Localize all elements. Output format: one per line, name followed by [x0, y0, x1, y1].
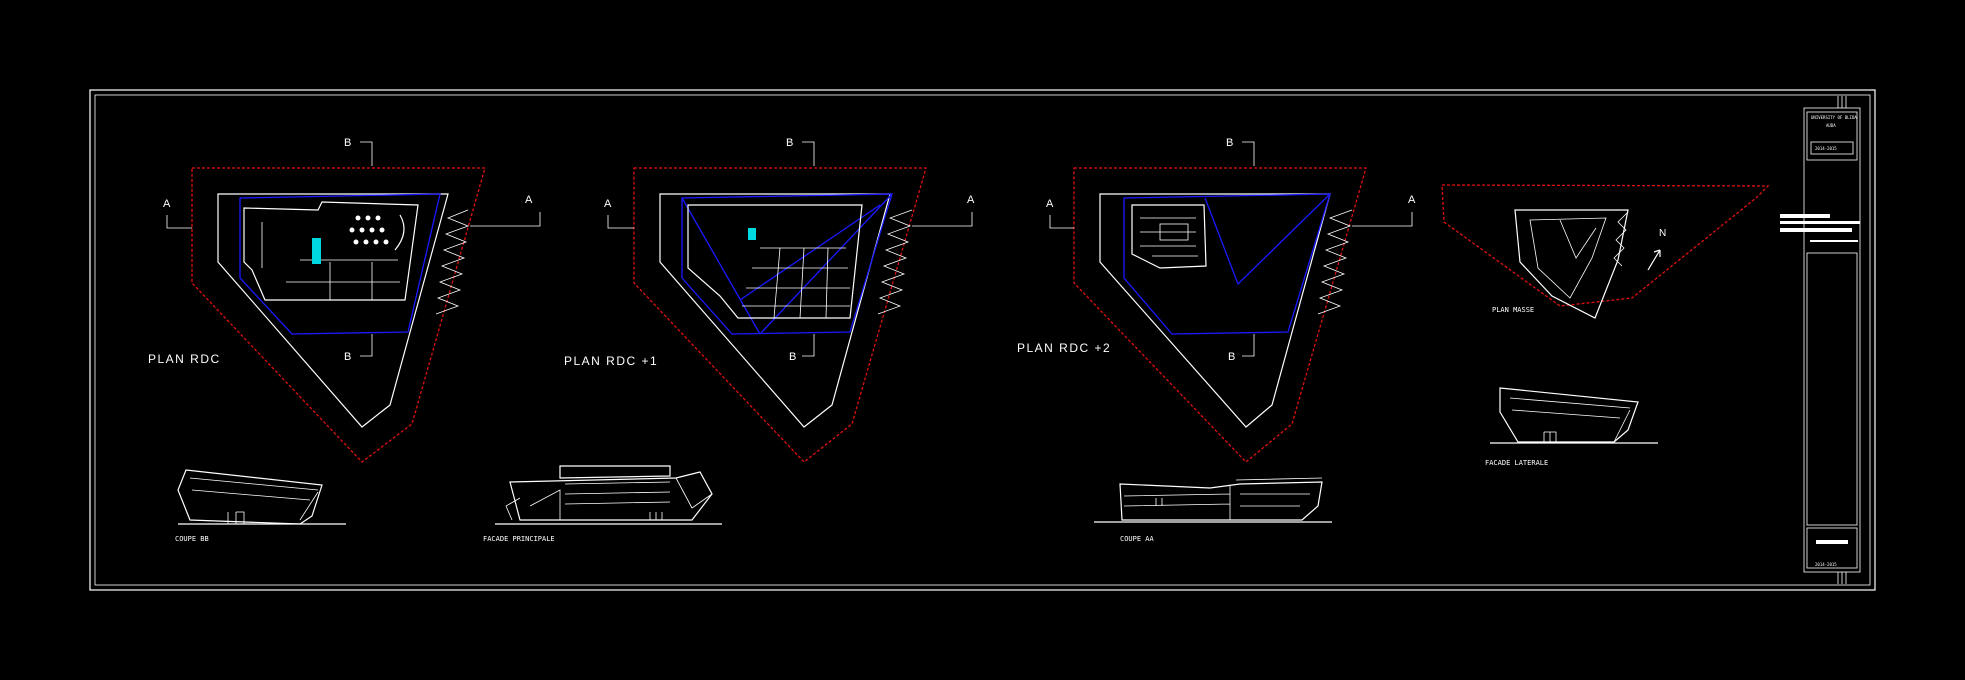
platform-outline [1099, 193, 1331, 428]
coupe-aa-label: COUPE AA [1120, 535, 1155, 543]
section-marker-b-top [802, 141, 815, 166]
university-name: UNIVERSITY OF BLIDA [1811, 115, 1857, 120]
plan-rdc: A A B B PLAN RDC [148, 137, 541, 463]
plan-rdc-plus-2: A A B B PLAN RDC +2 [1017, 137, 1417, 463]
slab-outline [681, 193, 893, 335]
building-walls [687, 204, 863, 319]
seating-pattern [349, 215, 389, 245]
void-diagonals [681, 193, 893, 335]
plan-title: PLAN RDC [148, 352, 221, 366]
inner-wall [261, 222, 400, 300]
room-partitions [1140, 217, 1198, 257]
plan-rdc-plus-1: A A B B PLAN RDC +1 [564, 137, 976, 463]
section-marker-a-left [607, 215, 634, 229]
highlight-stair [312, 238, 321, 264]
plan-title: PLAN RDC +1 [564, 354, 658, 368]
highlight-stair [748, 228, 756, 240]
platform-outline [659, 193, 891, 428]
section-label-b-bottom: B [1228, 351, 1237, 363]
plan-title: PLAN RDC +2 [1017, 341, 1111, 355]
section-marker-b-bottom [1242, 334, 1255, 357]
north-label: N [1659, 228, 1668, 239]
plan-masse-title: PLAN MASSE [1492, 306, 1534, 314]
title-block: UNIVERSITY OF BLIDA AUDA 2014-2015 2014-… [1780, 96, 1861, 584]
section-label-b-top: B [1226, 137, 1235, 149]
building-inner [1529, 217, 1607, 299]
floor-grid [742, 247, 850, 319]
section-label-b-bottom: B [344, 351, 353, 363]
stair-hatching [1317, 209, 1353, 315]
facade-laterale-label: FACADE LATERALE [1485, 459, 1548, 467]
section-marker-a-right [912, 212, 973, 227]
section-label-a-left: A [1046, 198, 1055, 210]
section-marker-a-left [1049, 215, 1074, 229]
slab-outline [1123, 193, 1331, 335]
title-block-bar [1816, 540, 1848, 544]
section-label-a-left: A [604, 198, 613, 210]
building-walls [1131, 204, 1207, 269]
stair-hatching [877, 209, 913, 315]
building-walls [243, 201, 419, 301]
section-marker-a-right [470, 212, 541, 227]
facade-laterale: FACADE LATERALE [1485, 387, 1658, 467]
coupe-bb-label: COUPE BB [175, 535, 209, 543]
section-marker-a-right [1352, 212, 1413, 227]
section-label-a-right: A [1408, 194, 1417, 206]
site-boundary [1441, 184, 1770, 307]
slab-outline [239, 193, 441, 335]
year-bottom: 2014-2015 [1815, 562, 1837, 567]
curved-wall [394, 214, 405, 251]
plan-masse: N PLAN MASSE [1441, 184, 1770, 319]
sheet-border-inner [94, 94, 1871, 586]
stair-hatching [1613, 211, 1629, 267]
section-label-a-right: A [967, 194, 976, 206]
section-marker-a-left [166, 215, 192, 229]
section-label-a-right: A [525, 194, 534, 206]
north-arrow [1647, 249, 1661, 271]
coupe-aa: COUPE AA [1094, 477, 1332, 543]
section-marker-b-bottom [360, 334, 373, 357]
roof-diagonals [1204, 193, 1331, 286]
section-marker-b-bottom [802, 334, 815, 357]
coupe-bb: COUPE BB [175, 469, 346, 543]
site-boundary [633, 167, 927, 463]
section-label-a-left: A [163, 198, 172, 210]
sheet-border-outer [89, 89, 1876, 591]
section-marker-b-top [1242, 141, 1255, 166]
subject-name: AUDA [1826, 123, 1836, 128]
stair-hatching [435, 209, 470, 315]
title-block-bars [1780, 214, 1860, 242]
facade-principale-label: FACADE PRINCIPALE [483, 535, 555, 543]
site-boundary [191, 167, 486, 463]
section-label-b-top: B [786, 137, 795, 149]
building-footprint [1514, 209, 1629, 319]
section-label-b-bottom: B [789, 351, 798, 363]
facade-principale: FACADE PRINCIPALE [483, 465, 722, 543]
year-top: 2014-2015 [1815, 146, 1837, 151]
site-boundary [1073, 167, 1367, 463]
section-label-b-top: B [344, 137, 353, 149]
section-marker-b-top [360, 141, 373, 166]
